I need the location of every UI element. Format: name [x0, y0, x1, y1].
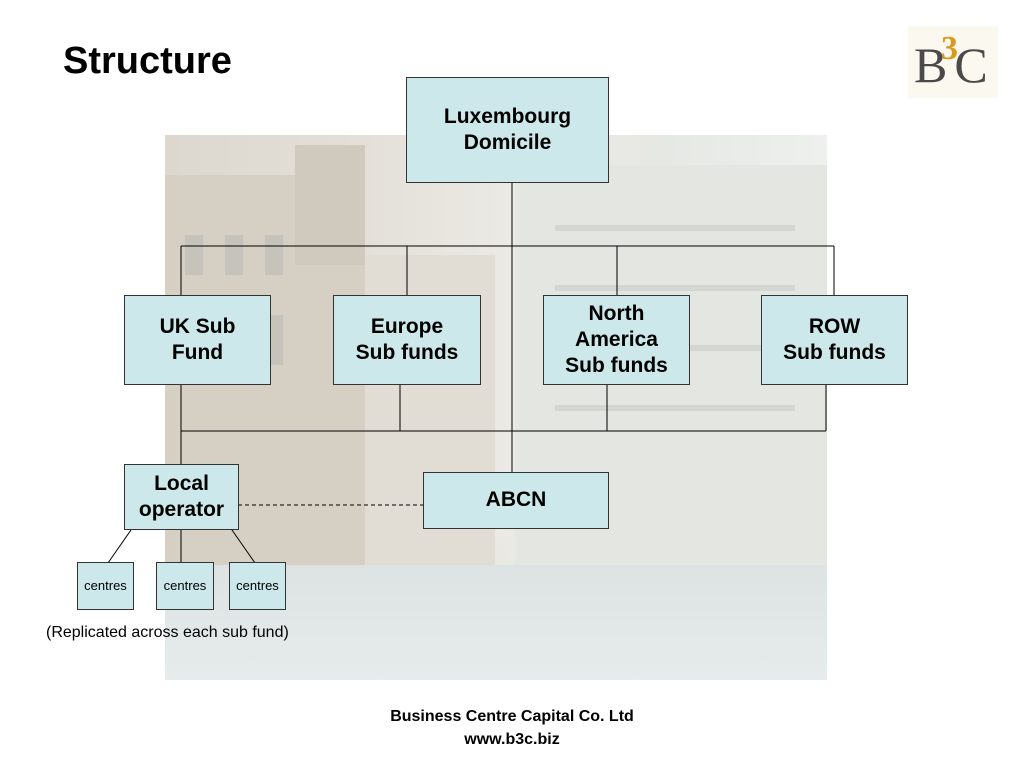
slide-title: Structure: [63, 40, 232, 82]
centre-1-line: [107, 529, 132, 564]
centres-box-3: centres: [229, 562, 286, 610]
uk-sub-fund-box: UK Sub Fund: [124, 295, 271, 385]
footer-website: www.b3c.biz: [464, 731, 560, 748]
centre-3-line: [231, 529, 256, 564]
b3c-logo: B C 3: [908, 26, 998, 98]
north-america-sub-funds-box: North America Sub funds: [543, 295, 690, 385]
row-sub-funds-box: ROW Sub funds: [761, 295, 908, 385]
footer-company: Business Centre Capital Co. Ltd: [390, 708, 634, 725]
local-operator-box: Local operator: [124, 464, 239, 530]
logo-three: 3: [941, 30, 958, 67]
replication-note: (Replicated across each sub fund): [46, 624, 289, 641]
centres-box-1: centres: [77, 562, 134, 610]
centres-box-2: centres: [156, 562, 214, 610]
luxembourg-domicile-box: Luxembourg Domicile: [406, 77, 609, 183]
europe-sub-funds-box: Europe Sub funds: [333, 295, 481, 385]
abcn-box: ABCN: [423, 472, 609, 529]
